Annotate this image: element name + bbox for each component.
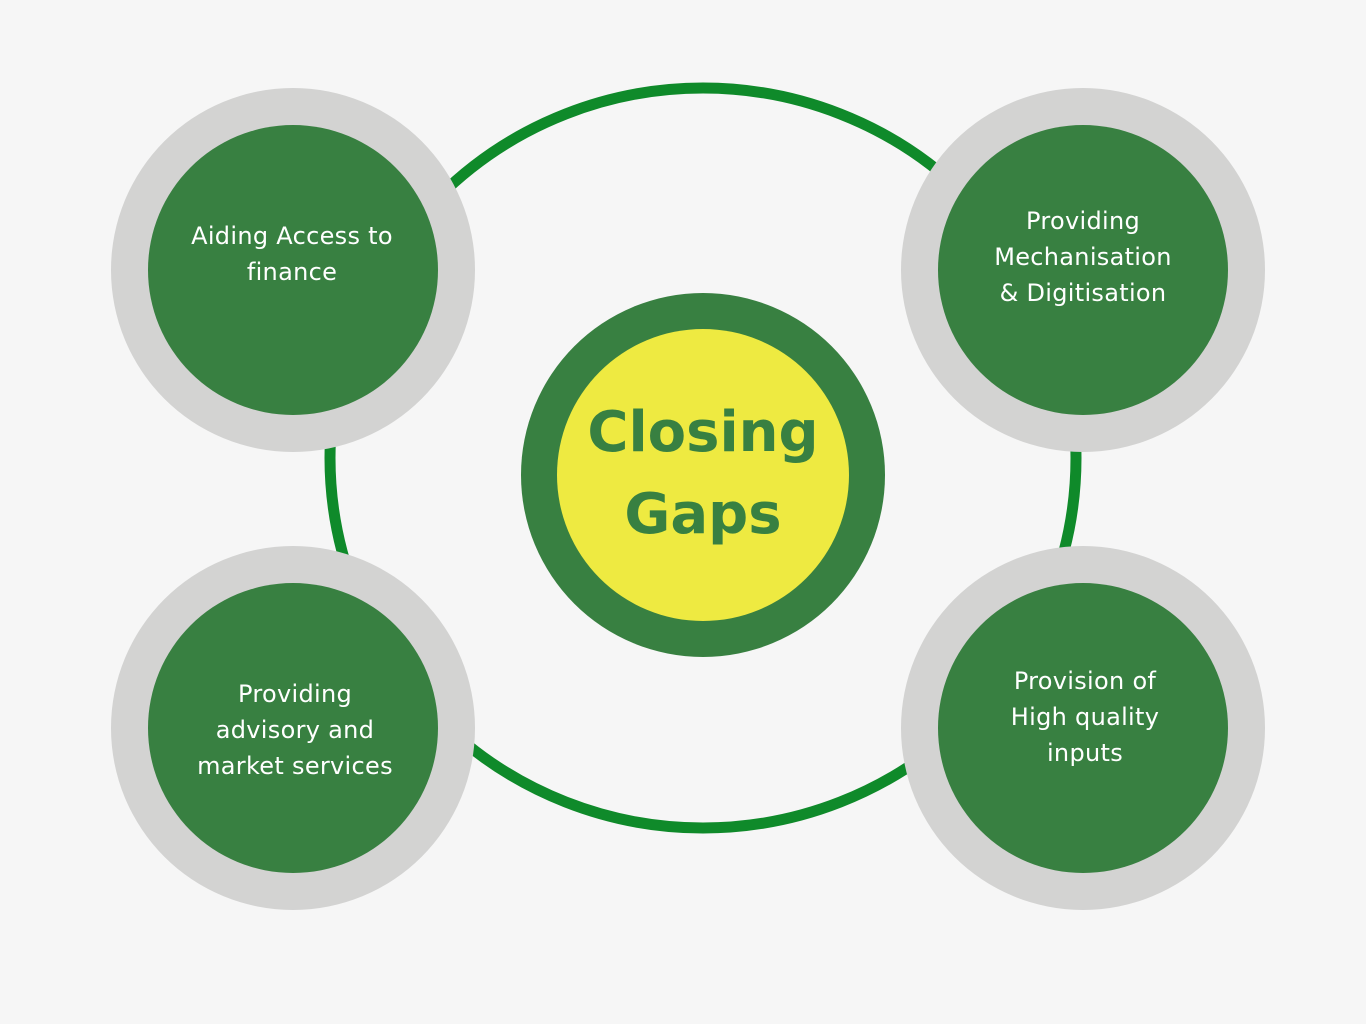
node-access-to-finance-label: Aiding Access to finance [191, 222, 393, 286]
node-access-to-finance: Aiding Access to finance [111, 88, 475, 452]
node-high-quality-inputs-inner: Provision of High quality inputs [938, 583, 1228, 873]
node-advisory-market-services: Providing advisory and market services [111, 546, 475, 910]
node-mechanisation-digitisation-inner: Providing Mechanisation & Digitisation [938, 125, 1228, 415]
node-mechanisation-digitisation: Providing Mechanisation & Digitisation [901, 88, 1265, 452]
connector-ring-ellipse [324, 82, 1082, 834]
node-mechanisation-digitisation-label: Providing Mechanisation & Digitisation [994, 207, 1172, 307]
node-high-quality-inputs: Provision of High quality inputs [901, 546, 1265, 910]
node-high-quality-inputs-label: Provision of High quality inputs [1010, 667, 1160, 767]
center-hub: Closing Gaps [521, 293, 885, 657]
node-advisory-market-services-label: Providing advisory and market services [197, 680, 393, 780]
node-access-to-finance-inner: Aiding Access to finance [148, 125, 438, 415]
center-title: Closing Gaps [587, 400, 819, 547]
center-hub-core: Closing Gaps [557, 329, 849, 621]
node-advisory-market-services-inner: Providing advisory and market services [148, 583, 438, 873]
